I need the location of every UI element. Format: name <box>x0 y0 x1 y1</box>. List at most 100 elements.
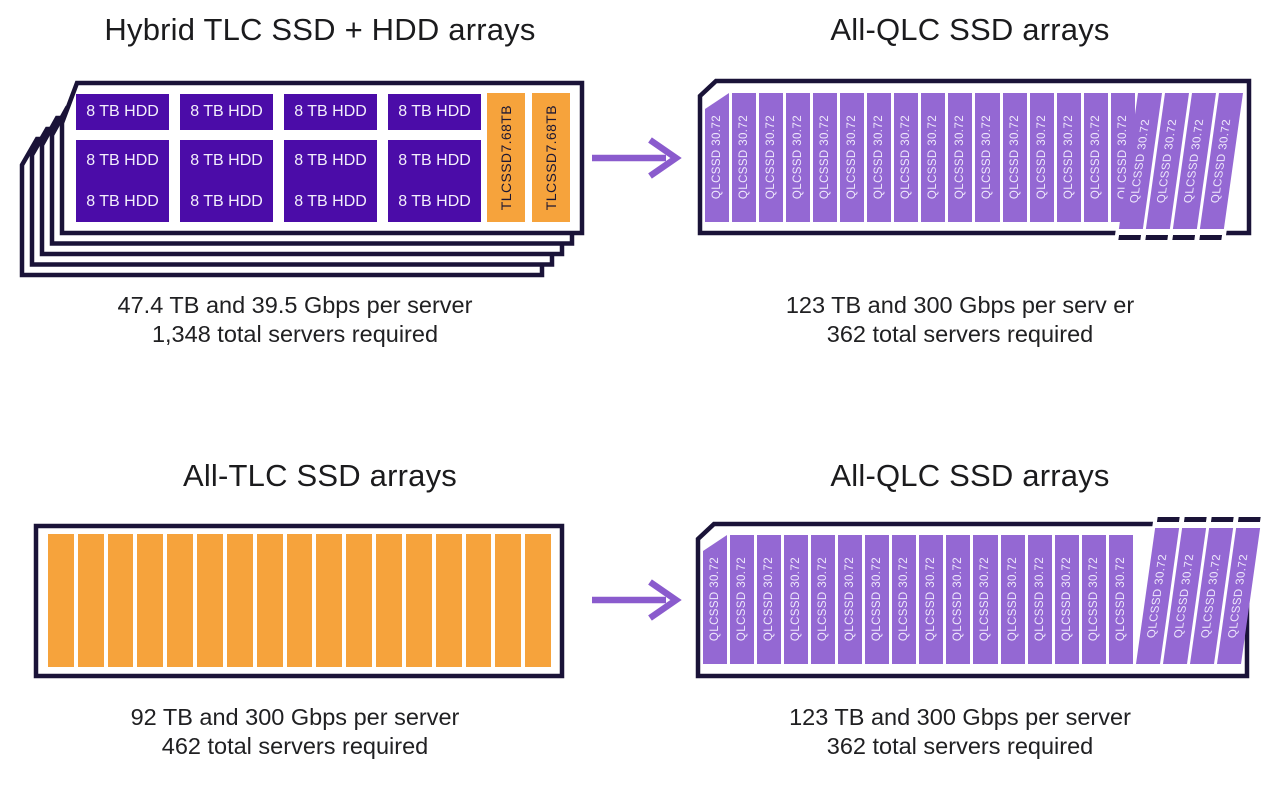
hdd-block: 8 TB HDD 8 TB HDD <box>76 140 169 222</box>
tlc-strip-label: TLCSSD7.68TB <box>543 104 559 211</box>
tlc-ssd-strip <box>256 534 283 667</box>
qlc-ssd-strip: QLCSSD 30.72 <box>1027 535 1052 664</box>
drive-strip-label: QLCSSD 30.72 <box>952 557 965 642</box>
hdd-label: 8 TB HDD <box>86 192 159 210</box>
tlc-ssd-strip <box>226 534 253 667</box>
qlc-ssd-strip: QLCSSD 30.72 <box>840 93 865 222</box>
hdd-label: 8 TB HDD <box>190 151 263 169</box>
tlc-ssd-strip <box>346 534 373 667</box>
qlc-ssd-strip: QLCSSD 30.72 <box>732 93 757 222</box>
qlc-ssd-strip: QLCSSD 30.72 <box>730 535 755 664</box>
hdd-label: 8 TB HDD <box>398 192 471 210</box>
qlc-ssd-strip: QLCSSD 30.72 <box>1002 93 1027 222</box>
drive-strip-label: QLCSSD 30.72 <box>1087 557 1100 642</box>
tlc-ssd-strip <box>435 534 462 667</box>
qlc-ssd-strip: QLCSSD 30.72 <box>946 535 971 664</box>
drive-strip-label: QLCSSD 30.72 <box>898 557 911 642</box>
drive-strip-label: QLCSSD 30.72 <box>736 557 749 642</box>
caption-tlc-bottom-line1: 92 TB and 300 Gbps per server <box>130 704 460 730</box>
caption-qlc-bottom-line2: 362 total servers required <box>826 733 1094 759</box>
drive-strip-label: QLCSSD 30.72 <box>925 557 938 642</box>
qlc-ssd-strip: QLCSSD 30.72 <box>1029 93 1054 222</box>
qlc-ssd-strip: QLCSSD 30.72 <box>757 535 782 664</box>
tlc-ssd-strip <box>495 534 522 667</box>
tlc-strip-band <box>48 534 552 667</box>
hdd-label: 8 TB HDD <box>398 151 471 169</box>
qlc-ssd-strip: QLCSSD 30.72 <box>813 93 838 222</box>
drive-strip-label: QLCSSD 30.72 <box>711 115 724 200</box>
drive-strip-label: QLCSSD 30.72 <box>817 557 830 642</box>
caption-qlc-top-line1: 123 TB and 300 Gbps per serv er <box>785 292 1135 318</box>
tlc-ssd-strip <box>137 534 164 667</box>
drive-strip-label: QLCSSD 30.72 <box>1155 118 1180 204</box>
drive-strip-label: QLCSSD 30.72 <box>790 557 803 642</box>
caption-hybrid-line1: 47.4 TB and 39.5 Gbps per server <box>117 292 473 318</box>
hdd-label: 8 TB HDD <box>86 151 159 169</box>
drive-strip-label: QLCSSD 30.72 <box>738 115 751 200</box>
qlc-ssd-strip: QLCSSD 30.72 <box>784 535 809 664</box>
drive-strip-label: QLCSSD 30.72 <box>1128 118 1153 204</box>
hdd-label: 8 TB HDD <box>398 103 471 120</box>
drive-strip-label: QLCSSD 30.72 <box>844 557 857 642</box>
drive-strip-label: QLCSSD 30.72 <box>1145 553 1170 639</box>
qlc-ssd-strip: QLCSSD 30.72 <box>811 535 836 664</box>
right-arrow-icon-bottom <box>592 579 682 621</box>
drive-strip-label: QLCSSD 30.72 <box>1006 557 1019 642</box>
hdd-column: 8 TB HDD 8 TB HDD 8 TB HDD <box>76 94 169 222</box>
hdd-label: 8 TB HDD <box>190 103 263 120</box>
drive-strip-label: QLCSSD 30.72 <box>1114 557 1127 642</box>
tlc-ssd-strip <box>405 534 432 667</box>
tlc-ssd-strip <box>286 534 313 667</box>
panel-title-qlc-top: All-QLC SSD arrays <box>830 12 1110 47</box>
qlc-ssd-strip: QLCSSD 30.72 <box>1054 535 1079 664</box>
drive-strip-label: QLCSSD 30.72 <box>709 557 722 642</box>
qlc-ssd-strip: QLCSSD 30.72 <box>892 535 917 664</box>
hdd-block: 8 TB HDD <box>180 94 273 130</box>
caption-hybrid: 47.4 TB and 39.5 Gbps per server 1,348 t… <box>30 291 560 349</box>
qlc-ssd-strip: QLCSSD 30.72 <box>894 93 919 222</box>
drive-strip-label: QLCSSD 30.72 <box>846 115 859 200</box>
qlc-ssd-strip: QLCSSD 30.72 <box>867 93 892 222</box>
drive-strip-label: QLCSSD 30.72 <box>900 115 913 200</box>
tlc-strip-label: TLCSSD7.68TB <box>498 104 514 211</box>
tlc-ssd-strip: TLCSSD7.68TB <box>487 93 525 222</box>
qlc-ssd-strip: QLCSSD 30.72 <box>1000 535 1025 664</box>
hdd-block: 8 TB HDD <box>388 94 481 130</box>
drive-strip-label: QLCSSD 30.72 <box>979 557 992 642</box>
drive-strip-label: QLCSSD 30.72 <box>1062 115 1075 200</box>
drive-strip-label: QLCSSD 30.72 <box>1182 118 1207 204</box>
qlc-ssd-strip: QLCSSD 30.72 <box>1083 93 1108 222</box>
drive-strip-label: QLCSSD 30.72 <box>1199 553 1224 639</box>
drive-strip-label: QLCSSD 30.72 <box>927 115 940 200</box>
right-arrow-icon-top <box>592 137 682 179</box>
hdd-label: 8 TB HDD <box>86 103 159 120</box>
caption-qlc-bottom-line1: 123 TB and 300 Gbps per server <box>789 704 1131 730</box>
drive-strip-label: QLCSSD 30.72 <box>765 115 778 200</box>
tlc-ssd-strip <box>197 534 223 667</box>
drive-strip-label: QLCSSD 30.72 <box>819 115 832 200</box>
qlc-ssd-strip: QLCSSD 30.72 <box>759 93 784 222</box>
hdd-column: 8 TB HDD 8 TB HDD 8 TB HDD <box>388 94 481 222</box>
qlc-ssd-strip: QLCSSD 30.72 <box>865 535 890 664</box>
hdd-label: 8 TB HDD <box>294 151 367 169</box>
drive-strip-label: QLCSSD 30.72 <box>873 115 886 200</box>
hdd-label: 8 TB HDD <box>294 103 367 120</box>
panel-title-qlc-bottom: All-QLC SSD arrays <box>830 458 1110 493</box>
drive-strip-label: QLCSSD 30.72 <box>1008 115 1021 200</box>
hdd-block: 8 TB HDD <box>76 94 169 130</box>
caption-hybrid-line2: 1,348 total servers required <box>151 321 439 347</box>
panel-title-tlc-bottom: All-TLC SSD arrays <box>182 458 458 493</box>
tlc-ssd-strip <box>376 534 402 667</box>
qlc-ssd-strip: QLCSSD 30.72 <box>921 93 946 222</box>
drive-strip-label: QLCSSD 30.72 <box>1035 115 1048 200</box>
drive-strip-label: QLCSSD 30.72 <box>954 115 967 200</box>
caption-qlc-bottom: 123 TB and 300 Gbps per server 362 total… <box>680 703 1240 761</box>
drive-strip-label: QLCSSD 30.72 <box>1060 557 1073 642</box>
drive-strip-label: QLCSSD 30.72 <box>1209 118 1234 204</box>
qlc-ssd-strip: QLCSSD 30.72 <box>1056 93 1081 222</box>
